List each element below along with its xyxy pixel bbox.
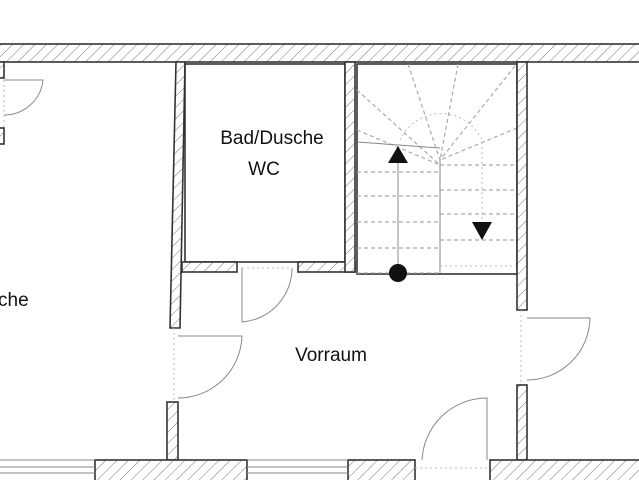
entrance-door-swing <box>421 397 488 461</box>
right-partition-wall-upper <box>516 61 528 311</box>
bath-label: Bad/Dusche <box>220 128 324 149</box>
right-partition-wall-lower <box>516 384 528 461</box>
bath-right-wall <box>344 61 356 273</box>
left-wall-stub <box>0 61 5 79</box>
bottom-exterior-wall <box>94 459 639 480</box>
hall-left-wall-lower <box>166 401 179 461</box>
staircase <box>356 63 518 282</box>
right-door-swing <box>526 317 591 381</box>
stair-start-dot-icon <box>389 264 407 282</box>
left-wall-stub-2 <box>0 127 5 145</box>
bath-door-swing <box>241 267 293 323</box>
top-exterior-wall <box>0 43 639 63</box>
window-left <box>0 459 95 474</box>
hall-left-door-swing <box>177 335 243 399</box>
partition-wall-left <box>169 61 186 329</box>
window-middle <box>247 459 348 474</box>
wc-label: WC <box>248 159 280 180</box>
left-room-label: che <box>0 290 29 311</box>
stair-down-arrow-icon <box>472 222 492 240</box>
left-door-swing <box>3 79 44 116</box>
stair-up-arrow-icon <box>388 146 408 163</box>
hall-label: Vorraum <box>295 345 367 366</box>
bath-bottom-wall-left <box>181 261 238 273</box>
